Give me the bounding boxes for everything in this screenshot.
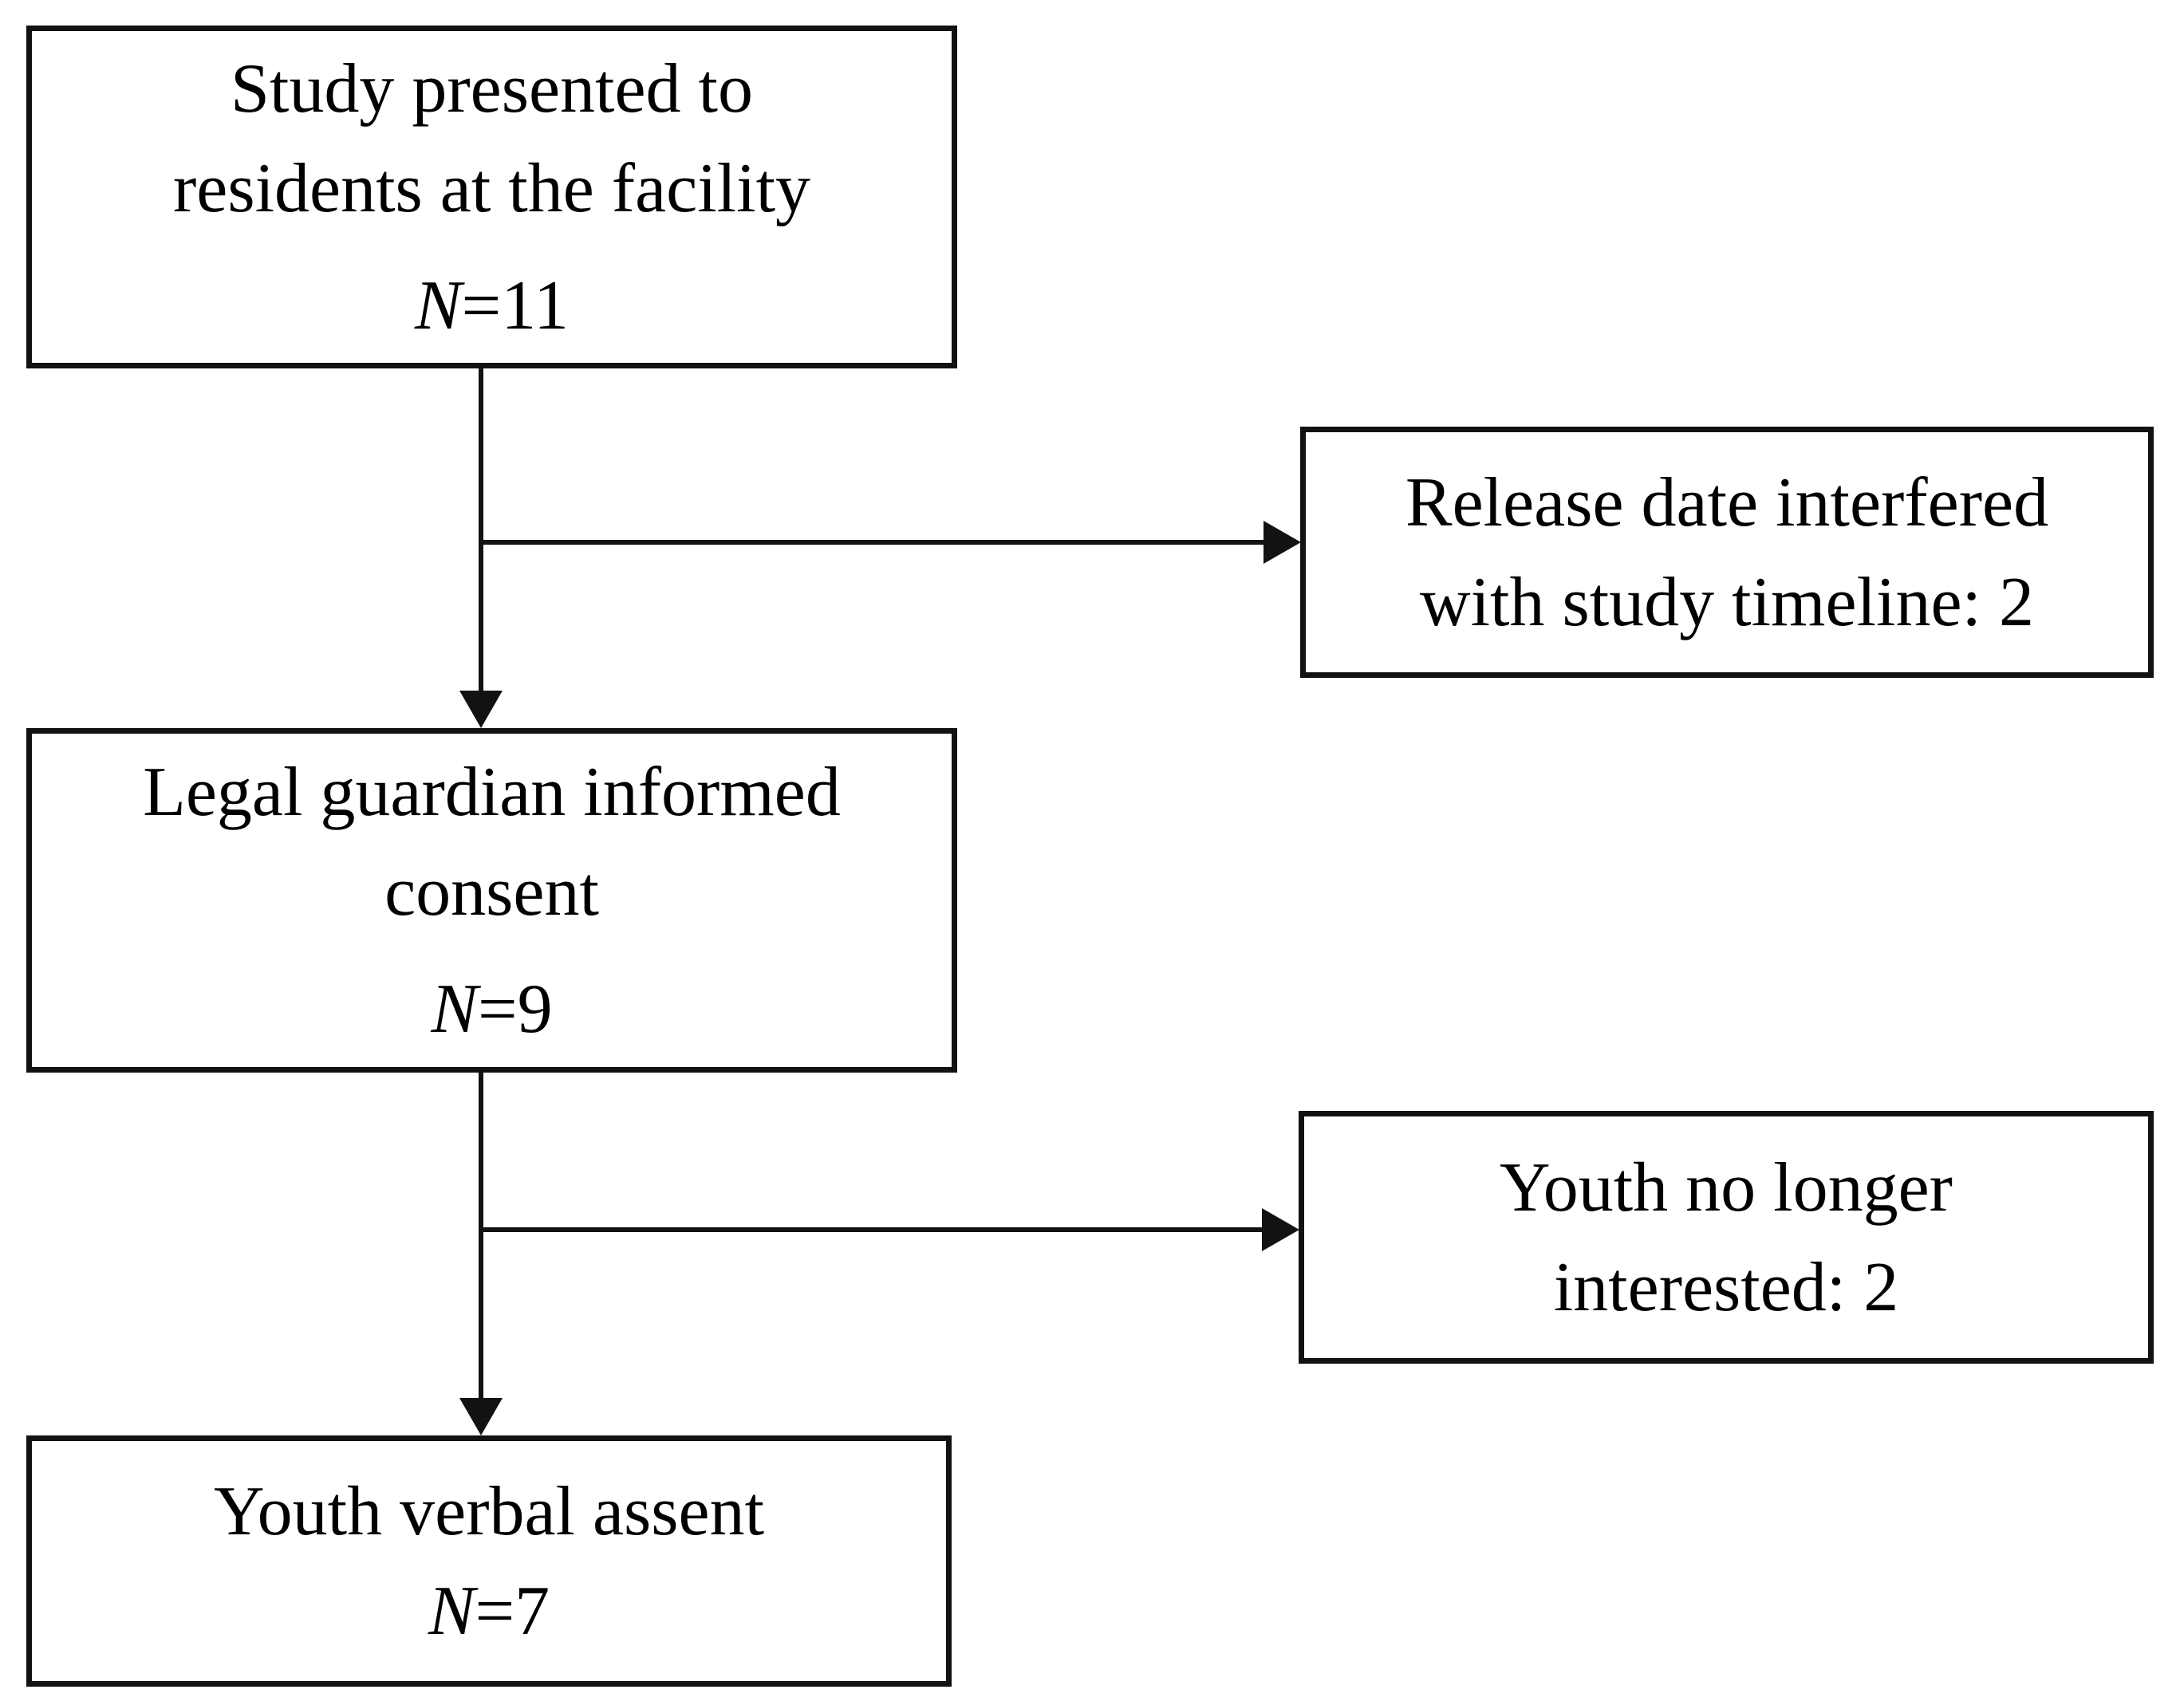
node-text-line: Release date interfered — [1405, 463, 2049, 541]
node-youth-assent: Youth verbal assent N=7 — [26, 1435, 952, 1687]
node-n-count: N=9 — [431, 959, 552, 1059]
n-value: =11 — [461, 266, 570, 345]
node-text-line: Youth no longer — [1499, 1148, 1953, 1227]
node-n-count: N=11 — [415, 256, 569, 356]
node-n-count: N=7 — [428, 1561, 550, 1661]
node-text-line: interested: 2 — [1553, 1248, 1899, 1326]
node-release-date-excluded: Release date interfered with study timel… — [1300, 427, 2154, 678]
n-value: =7 — [475, 1572, 550, 1650]
node-text-line: consent — [384, 852, 599, 931]
node-text-line: with study timeline: 2 — [1420, 563, 2034, 641]
n-symbol: N — [428, 1572, 475, 1650]
arrow-down-icon — [459, 1398, 503, 1435]
arrow-right-icon — [1262, 1208, 1299, 1251]
connector-study-to-release-line — [481, 540, 1263, 545]
arrow-right-icon — [1263, 521, 1301, 564]
connector-study-to-consent-line — [479, 368, 483, 692]
node-guardian-consent: Legal guardian informed consent N=9 — [26, 728, 957, 1073]
arrow-down-icon — [459, 691, 503, 728]
node-text-line: residents at the facility — [172, 149, 811, 227]
node-no-longer-interested-excluded: Youth no longer interested: 2 — [1299, 1111, 2154, 1364]
node-study-presented: Study presented to residents at the faci… — [26, 26, 957, 368]
connector-consent-to-assent-line — [479, 1073, 483, 1400]
node-text-line: Study presented to — [230, 49, 753, 128]
node-text-line: Youth verbal assent — [213, 1472, 765, 1550]
n-symbol: N — [414, 266, 462, 345]
n-value: =9 — [478, 970, 553, 1048]
node-text-line: Legal guardian informed — [143, 753, 841, 831]
n-symbol: N — [431, 970, 479, 1048]
connector-consent-to-interest-line — [481, 1227, 1262, 1232]
